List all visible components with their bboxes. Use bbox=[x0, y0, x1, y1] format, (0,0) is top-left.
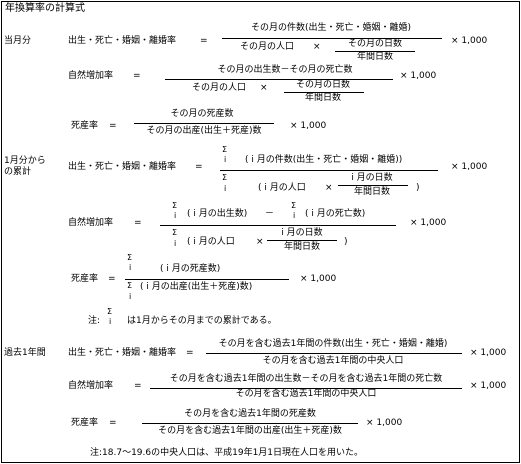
past-f1-lhs: 出生・死亡・婚姻・離婚率 bbox=[68, 348, 177, 358]
past-f2-denominator: その月を含む過去1年間の中央人口 bbox=[235, 389, 377, 399]
month-f3-numerator: その月の死産数 bbox=[170, 109, 234, 119]
month-f1-numerator: その月の件数(出生・死亡・婚姻・離婚) bbox=[250, 23, 412, 33]
month-f3-multiplier: × 1,000 bbox=[290, 121, 327, 131]
cum-f2-num-births: ( i 月の出生数) bbox=[187, 209, 248, 219]
cum-f3-i-top: i bbox=[129, 263, 132, 272]
cum-f2-minus: － bbox=[265, 209, 275, 219]
cum-f3-eq: = bbox=[108, 274, 116, 284]
cum-f1-year-days: 年間日数 bbox=[353, 187, 390, 197]
past-f3-lhs: 死産率 bbox=[71, 418, 99, 428]
cum-f3-i-bottom: i bbox=[129, 292, 132, 301]
past-f2-numerator: その月を含む過去1年間の出生数－その月を含む過去1年間の死亡数 bbox=[169, 374, 443, 384]
cum-f1-eq: = bbox=[195, 162, 203, 172]
cum-f1-i-bottom: i bbox=[224, 184, 227, 193]
cum-note-i: i bbox=[109, 317, 112, 326]
cum-f1-lhs: 出生・死亡・婚姻・離婚率 bbox=[68, 162, 177, 172]
cum-f1-close-paren: ) bbox=[416, 183, 420, 193]
month-f2-eq: = bbox=[133, 71, 141, 81]
cum-f1-sigma-top: Σ bbox=[222, 145, 228, 154]
month-f2-year-days: 年間日数 bbox=[304, 93, 341, 103]
month-f1-eq: = bbox=[200, 36, 208, 46]
cum-f2-i-bottom: i bbox=[174, 239, 177, 248]
cum-f1-sigma-bottom: Σ bbox=[222, 173, 228, 182]
month-f2-inner-bar bbox=[284, 92, 364, 93]
cum-f1-times: × bbox=[325, 183, 333, 193]
cum-f1-den-population: ( i 月の人口 bbox=[258, 183, 306, 193]
cum-f2-num-deaths: ( i 月の死亡数) bbox=[305, 209, 366, 219]
page-title: 年換算率の計算式 bbox=[5, 3, 85, 14]
month-f2-lhs: 自然増加率 bbox=[68, 71, 114, 81]
section-label-cumulative-1: 1月分から bbox=[4, 156, 46, 166]
section-label-cumulative-2: の累計 bbox=[4, 167, 32, 177]
month-f1-days: その月の日数 bbox=[347, 39, 402, 49]
cum-f2-sigma-bottom: Σ bbox=[172, 228, 178, 237]
month-f3-fraction-bar bbox=[134, 123, 274, 124]
cum-f2-i-top-a: i bbox=[174, 211, 177, 220]
past-f2-multiplier: × 1,000 bbox=[470, 381, 507, 391]
month-f1-fraction-bar bbox=[222, 38, 442, 39]
month-f1-year-days: 年間日数 bbox=[356, 52, 393, 62]
month-f2-den-population: その月の人口 bbox=[192, 83, 247, 93]
section-label-past-year: 過去1年間 bbox=[4, 348, 46, 358]
past-f1-eq: = bbox=[186, 348, 194, 358]
cum-f1-days: i 月の日数 bbox=[351, 173, 393, 183]
month-f2-multiplier: × 1,000 bbox=[400, 71, 437, 81]
month-f2-fraction-bar bbox=[165, 79, 393, 80]
cum-note-prefix: 注: bbox=[88, 316, 101, 326]
cum-f3-lhs: 死産率 bbox=[71, 274, 99, 284]
cum-f2-year-days: 年間日数 bbox=[283, 242, 320, 252]
cum-f2-fraction-bar bbox=[160, 225, 396, 226]
month-f1-multiplier: × 1,000 bbox=[451, 36, 488, 46]
cum-f2-inner-bar bbox=[267, 240, 337, 241]
cum-f2-times: × bbox=[256, 237, 264, 247]
cum-f2-sigma-top-a: Σ bbox=[172, 201, 178, 210]
cum-f1-inner-bar bbox=[338, 185, 408, 186]
past-f2-lhs: 自然増加率 bbox=[68, 381, 114, 391]
cum-note-text: は1月からその月までの累計である。 bbox=[127, 316, 277, 326]
cum-f3-sigma-bottom: Σ bbox=[127, 281, 133, 290]
month-f1-lhs: 出生・死亡・婚姻・離婚率 bbox=[68, 36, 177, 46]
past-f3-fraction-bar bbox=[142, 423, 358, 424]
past-f3-numerator: その月を含む過去1年間の死産数 bbox=[184, 409, 316, 419]
past-f3-eq: = bbox=[109, 418, 117, 428]
cum-f2-days: i 月の日数 bbox=[281, 228, 323, 238]
month-f2-numerator: その月の出生数－その月の死亡数 bbox=[217, 65, 353, 75]
cum-f1-i-top: i bbox=[224, 155, 227, 164]
cum-f2-den-population: ( i 月の人口 bbox=[187, 237, 235, 247]
cum-f3-sigma-top: Σ bbox=[127, 253, 133, 262]
footnote: 注:18.7～19.6の中央人口は、平成19年1月1日現在人口を用いた。 bbox=[90, 448, 364, 458]
past-f2-fraction-bar bbox=[150, 388, 462, 389]
month-f2-times: × bbox=[260, 83, 268, 93]
past-f1-numerator: その月を含む過去1年間の件数(出生・死亡・婚姻・離婚) bbox=[218, 339, 448, 349]
month-f1-den-population: その月の人口 bbox=[240, 42, 295, 52]
past-f1-multiplier: × 1,000 bbox=[470, 348, 507, 358]
cum-f2-multiplier: × 1,000 bbox=[410, 218, 447, 228]
month-f3-denominator: その月の出産(出生＋死産)数 bbox=[146, 126, 262, 136]
cum-f3-denominator: ( i 月の出産(出生＋死産)数) bbox=[140, 282, 253, 292]
cum-f2-sigma-top-b: Σ bbox=[291, 201, 297, 210]
cum-f2-eq: = bbox=[134, 218, 142, 228]
past-f2-eq: = bbox=[134, 381, 142, 391]
month-f2-days: その月の日数 bbox=[295, 80, 350, 90]
section-label-month: 当月分 bbox=[4, 36, 32, 46]
month-f1-inner-bar bbox=[335, 51, 415, 52]
month-f3-lhs: 死産率 bbox=[71, 121, 99, 131]
cum-f3-multiplier: × 1,000 bbox=[300, 274, 337, 284]
cum-f2-i-top-b: i bbox=[293, 211, 296, 220]
cum-f1-multiplier: × 1,000 bbox=[451, 162, 488, 172]
cum-f3-fraction-bar bbox=[125, 279, 289, 280]
month-f3-eq: = bbox=[109, 121, 117, 131]
cum-f1-fraction-bar bbox=[220, 170, 438, 171]
past-f3-denominator: その月を含む過去1年間の出産(出生＋死産)数 bbox=[158, 426, 342, 436]
cum-note-sigma: Σ bbox=[107, 307, 113, 316]
past-f3-multiplier: × 1,000 bbox=[366, 418, 403, 428]
cum-f2-lhs: 自然増加率 bbox=[68, 218, 114, 228]
cum-f2-close-paren: ) bbox=[344, 237, 348, 247]
month-f1-times: × bbox=[313, 42, 321, 52]
past-f1-denominator: その月を含む過去1年間の中央人口 bbox=[262, 356, 404, 366]
cum-f3-numerator: ( i 月の死産数) bbox=[160, 264, 221, 274]
past-f1-fraction-bar bbox=[206, 353, 462, 354]
cum-f1-numerator: ( i 月の件数(出生・死亡・婚姻・離婚)) bbox=[245, 155, 403, 165]
